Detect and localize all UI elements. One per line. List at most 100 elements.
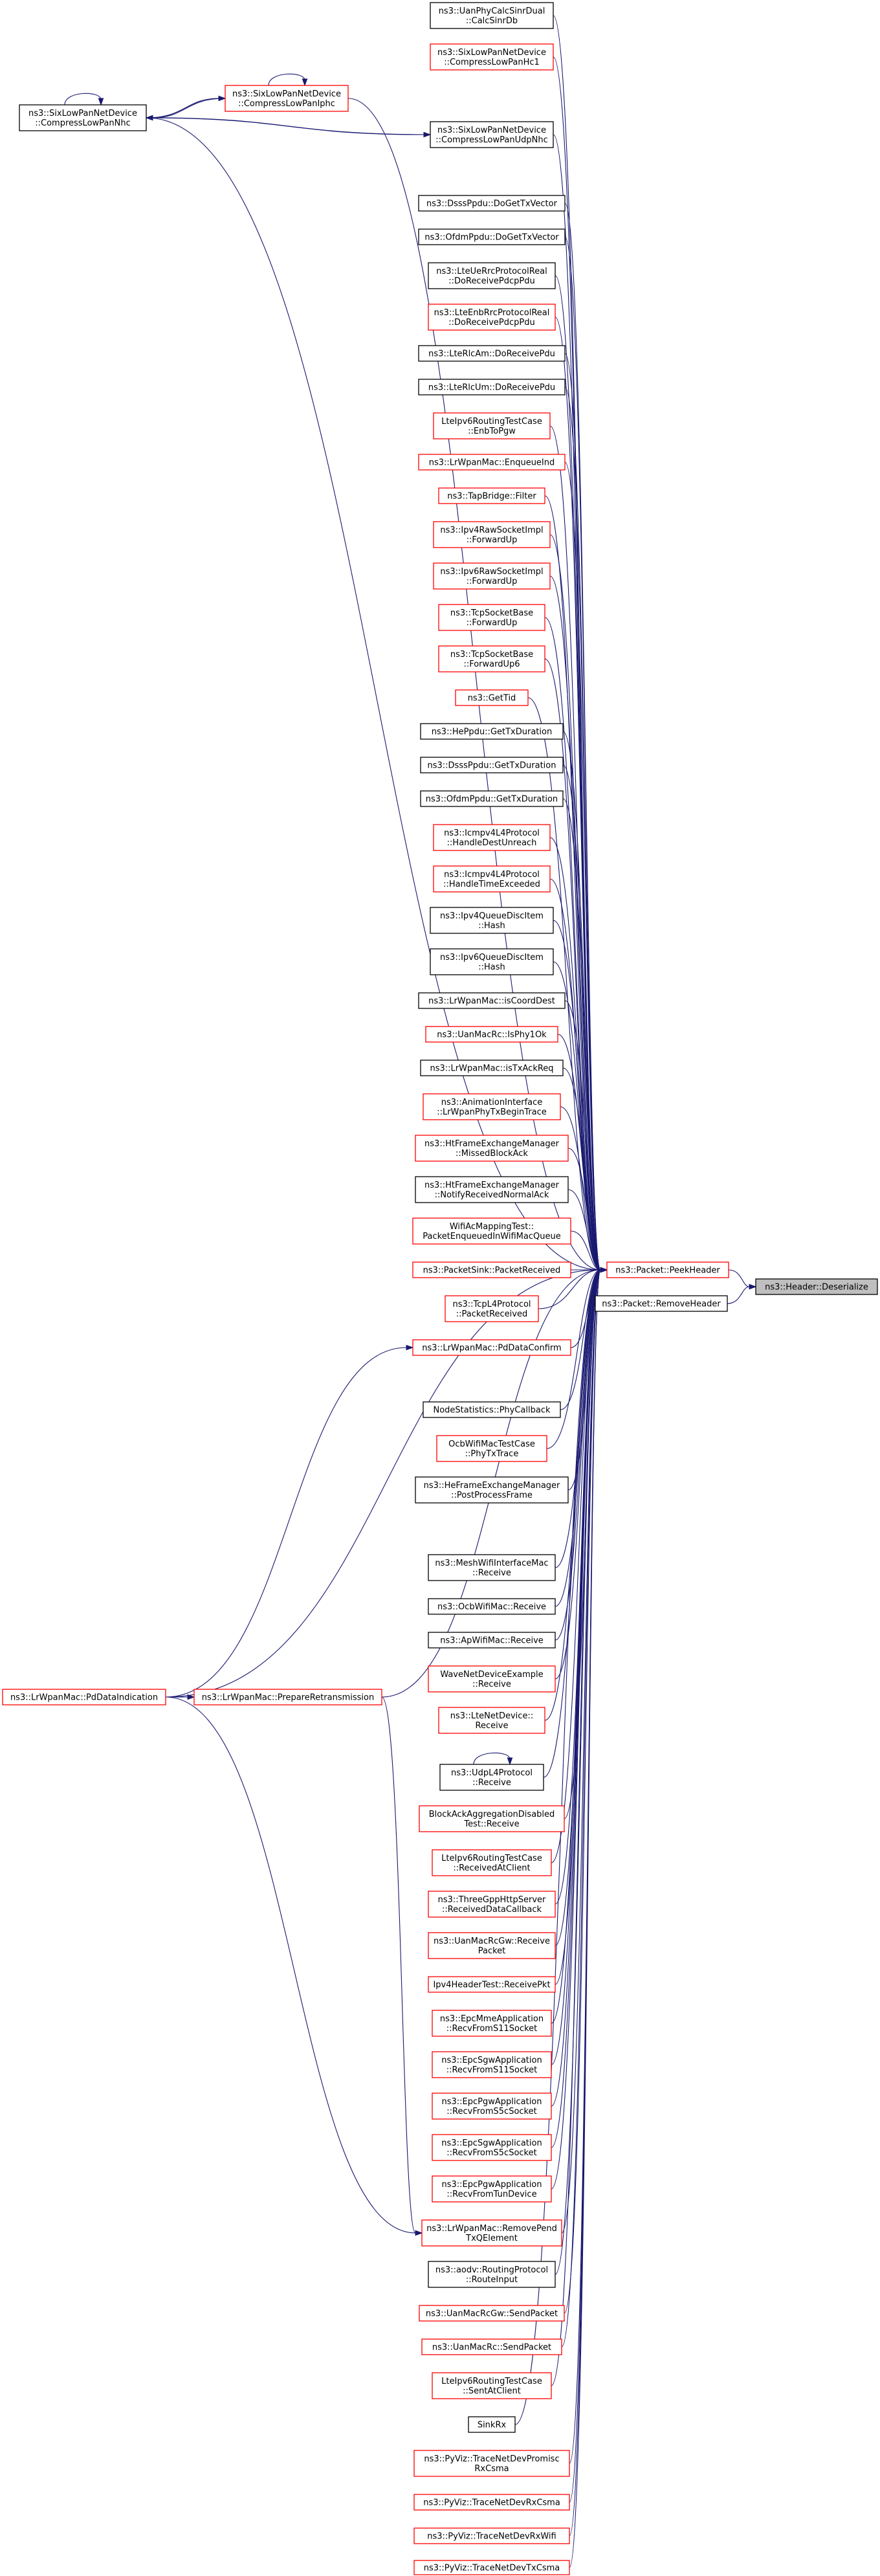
node-uan-isphy[interactable]: ns3::UanMacRc::IsPhy1Ok [425, 1026, 558, 1043]
node-ipv6-qdi-hash[interactable]: ns3::Ipv6QueueDiscItem::Hash [430, 948, 554, 975]
node-sink-recv[interactable]: ns3::PacketSink::PacketReceived [412, 1261, 571, 1278]
node-pd-confirm[interactable]: ns3::LrWpanMac::PdDataConfirm [412, 1339, 571, 1356]
node-lte-enb-rrc[interactable]: ns3::LteEnbRrcProtocolReal::DoReceivePdc… [428, 304, 556, 331]
node-label: ns3::SixLowPanNetDevice [232, 89, 341, 99]
node-label: ns3::SixLowPanNetDevice [437, 48, 546, 58]
node-box [430, 43, 554, 71]
edge-lowpan-nhc-to-lowpan-nhc [64, 93, 104, 106]
node-remove-header[interactable]: ns3::Packet::RemoveHeader [595, 1295, 728, 1312]
node-tap-filter[interactable]: ns3::TapBridge::Filter [438, 487, 545, 504]
node-ht-notify[interactable]: ns3::HtFrameExchangeManager::NotifyRecei… [415, 1176, 569, 1203]
node-ipv4-header-test[interactable]: Ipv4HeaderTest::ReceivePkt [428, 1976, 556, 1993]
node-icmp-dest[interactable]: ns3::Icmpv4L4Protocol::HandleDestUnreach [433, 824, 551, 851]
node-label: ns3::GetTid [468, 694, 516, 704]
node-ipv4-qdi-hash[interactable]: ns3::Ipv4QueueDiscItem::Hash [430, 907, 554, 934]
node-lte-ipv6-sent[interactable]: LteIpv6RoutingTestCase::SentAtClient [432, 2372, 552, 2399]
node-box [420, 790, 564, 807]
node-lowpan-udp[interactable]: ns3::SixLowPanNetDevice::CompressLowPanU… [430, 121, 554, 148]
node-dsss-txdur[interactable]: ns3::DsssPpdu::GetTxDuration [420, 757, 564, 773]
node-lte-rlc-um[interactable]: ns3::LteRlcUm::DoReceivePdu [418, 379, 566, 395]
node-label: ns3::Ipv6QueueDiscItem [440, 953, 544, 962]
node-lte-ue-rrc[interactable]: ns3::LteUeRrcProtocolReal::DoReceivePdcp… [428, 262, 556, 289]
node-icmp-time[interactable]: ns3::Icmpv4L4Protocol::HandleTimeExceede… [433, 865, 551, 893]
edge-layer [64, 15, 757, 2568]
node-label: ns3::Header::Deserialize [765, 1283, 868, 1293]
node-pyviz-rxwifi[interactable]: ns3::PyViz::TraceNetDevRxWifi [413, 2527, 570, 2544]
node-pyviz-rxcsma[interactable]: ns3::PyViz::TraceNetDevRxCsma [413, 2494, 570, 2511]
node-label: ::ForwardUp [467, 535, 518, 545]
node-box [439, 1764, 544, 1791]
node-lte-ipv6-client[interactable]: LteIpv6RoutingTestCase::ReceivedAtClient [432, 1849, 552, 1876]
node-ocb-phytx[interactable]: OcbWifiMacTestCase::PhyTxTrace [436, 1435, 547, 1462]
node-lte-netdev-recv[interactable]: ns3::LteNetDevice::Receive [438, 1707, 545, 1734]
node-prepare-retx[interactable]: ns3::LrWpanMac::PrepareRetransmission [193, 1689, 382, 1705]
node-he-txdur[interactable]: ns3::HePpdu::GetTxDuration [420, 723, 564, 740]
node-label: ::ForwardUp [467, 618, 518, 628]
node-epc-mme-s11[interactable]: ns3::EpcMmeApplication::RecvFromS11Socke… [432, 2010, 552, 2037]
node-udpl4-recv[interactable]: ns3::UdpL4Protocol::Receive [439, 1764, 544, 1791]
node-wave-recv[interactable]: WaveNetDeviceExample::Receive [428, 1665, 556, 1693]
node-ht-missed[interactable]: ns3::HtFrameExchangeManager::MissedBlock… [415, 1135, 569, 1162]
node-ofdm-dogettx[interactable]: ns3::OfdmPpdu::DoGetTxVector [418, 228, 566, 245]
node-label: ns3::LteNetDevice:: [450, 1711, 533, 1721]
node-uan-mac-send[interactable]: ns3::UanMacRc::SendPacket [421, 2338, 562, 2355]
node-label: ns3::Icmpv4L4Protocol [444, 870, 540, 880]
node-peek-header[interactable]: ns3::Packet::PeekHeader [606, 1261, 729, 1278]
node-label: ns3::PyViz::TraceNetDevRxWifi [427, 2532, 556, 2542]
node-aodv-route[interactable]: ns3::aodv::RoutingProtocol::RouteInput [428, 2261, 556, 2288]
node-uan-calc[interactable]: ns3::UanPhyCalcSinrDual::CalcSinrDb [430, 2, 554, 29]
node-wifi-ac-map[interactable]: WifiAcMappingTest::PacketEnqueuedInWifiM… [412, 1217, 571, 1245]
node-box [428, 1932, 556, 1959]
node-label: ::PhyTxTrace [465, 1449, 519, 1459]
node-box [420, 757, 564, 773]
node-dsss-dogettx[interactable]: ns3::DsssPpdu::DoGetTxVector [418, 195, 566, 212]
node-epc-sgw-s5[interactable]: ns3::EpcSgwApplication::RecvFromS5cSocke… [432, 2134, 552, 2161]
node-threegpp-recv[interactable]: ns3::ThreeGppHttpServer::ReceivedDataCal… [428, 1891, 556, 1918]
node-lrwpan-enqueue[interactable]: ns3::LrWpanMac::EnqueueInd [418, 454, 566, 471]
edge-mesh-recv-to-peek-header [555, 1267, 608, 1568]
node-ofdm-txdur[interactable]: ns3::OfdmPpdu::GetTxDuration [420, 790, 564, 807]
node-label: ns3::UanPhyCalcSinrDual [439, 6, 545, 16]
node-tcpl4-recv[interactable]: ns3::TcpL4Protocol::PacketReceived [445, 1295, 539, 1322]
node-deserialize[interactable]: ns3::Header::Deserialize [755, 1278, 878, 1295]
node-tcp-fwd[interactable]: ns3::TcpSocketBase::ForwardUp [438, 604, 545, 631]
node-label: ns3::LteRlcUm::DoReceivePdu [428, 383, 555, 393]
node-label: ns3::HtFrameExchangeManager [424, 1139, 560, 1149]
node-ipv4-raw-fwd[interactable]: ns3::Ipv4RawSocketImpl::ForwardUp [433, 521, 551, 548]
node-label: ::Hash [478, 962, 505, 972]
node-lte-rlc-am[interactable]: ns3::LteRlcAm::DoReceivePdu [418, 345, 566, 362]
node-epc-pgw-s5[interactable]: ns3::EpcPgwApplication::RecvFromS5cSocke… [432, 2093, 552, 2120]
node-uan-gw-send[interactable]: ns3::UanMacRcGw::SendPacket [419, 2305, 565, 2322]
node-lowpan-iphc[interactable]: ns3::SixLowPanNetDevice::CompressLowPanI… [225, 85, 349, 112]
node-box [438, 487, 545, 504]
node-box [445, 1295, 539, 1322]
node-lte-ipv6-enb[interactable]: LteIpv6RoutingTestCase::EnbToPgw [433, 412, 551, 439]
node-lowpan-nhc[interactable]: ns3::SixLowPanNetDevice::CompressLowPanN… [19, 104, 147, 131]
node-pyviz-txcsma[interactable]: ns3::PyViz::TraceNetDevTxCsma [413, 2560, 570, 2575]
node-tcp-fwd6[interactable]: ns3::TcpSocketBase::ForwardUp6 [438, 645, 545, 672]
node-he-postproc[interactable]: ns3::HeFrameExchangeManager::PostProcess… [415, 1476, 569, 1504]
node-lrwpan-coord[interactable]: ns3::LrWpanMac::isCoordDest [418, 992, 566, 1009]
node-pd-indication[interactable]: ns3::LrWpanMac::PdDataIndication [2, 1689, 166, 1705]
node-anim-lrwpan[interactable]: ns3::AnimationInterface::LrWpanPhyTxBegi… [423, 1093, 561, 1120]
node-ap-recv[interactable]: ns3::ApWifiMac::Receive [428, 1632, 556, 1649]
node-label: ns3::Packet::PeekHeader [615, 1266, 720, 1276]
node-mesh-recv[interactable]: ns3::MeshWifiInterfaceMac::Receive [428, 1554, 556, 1581]
node-lowpan-hc1[interactable]: ns3::SixLowPanNetDevice::CompressLowPanH… [430, 43, 554, 71]
node-label: ::Receive [472, 1680, 511, 1689]
node-lrwpan-txack[interactable]: ns3::LrWpanMac::isTxAckReq [420, 1060, 564, 1076]
node-get-tid[interactable]: ns3::GetTid [455, 689, 529, 706]
node-node-stats[interactable]: NodeStatistics::PhyCallback [423, 1401, 561, 1418]
node-ocb-recv[interactable]: ns3::OcbWifiMac::Receive [428, 1598, 556, 1615]
node-box [432, 2093, 552, 2120]
node-box [428, 1891, 556, 1918]
node-label: Receive [476, 1721, 509, 1731]
node-ipv6-raw-fwd[interactable]: ns3::Ipv6RawSocketImpl::ForwardUp [433, 562, 551, 590]
node-epc-pgw-tun[interactable]: ns3::EpcPgwApplication::RecvFromTunDevic… [432, 2175, 552, 2203]
node-epc-sgw-s11[interactable]: ns3::EpcSgwApplication::RecvFromS11Socke… [432, 2051, 552, 2078]
node-sink-rx[interactable]: SinkRx [468, 2416, 516, 2433]
